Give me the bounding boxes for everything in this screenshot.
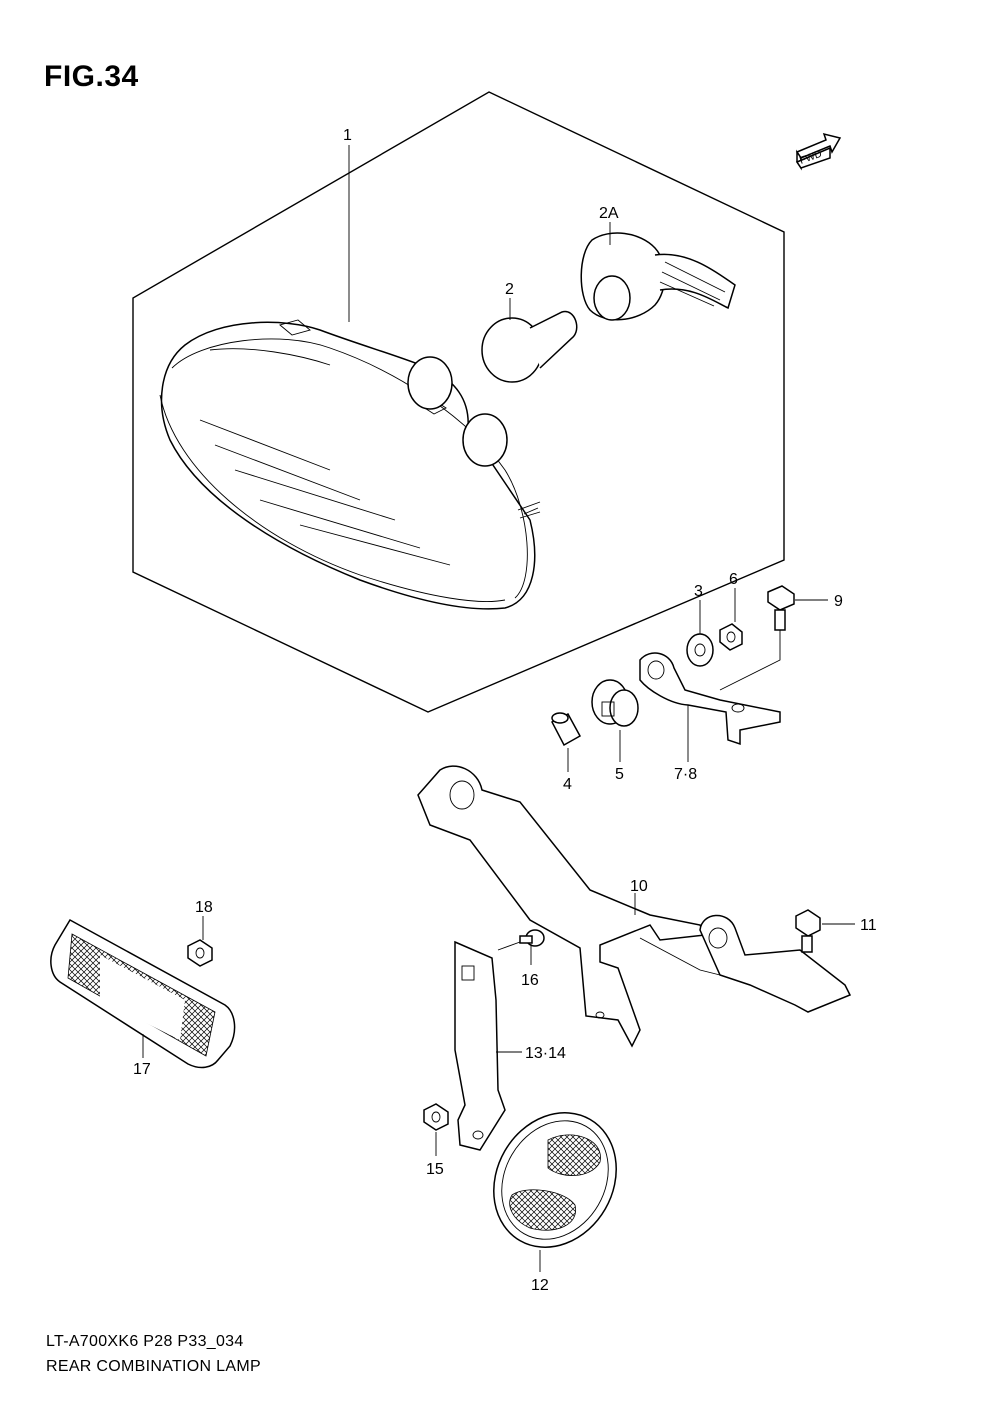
callout-2: 2 [505, 281, 514, 298]
figure-name: REAR COMBINATION LAMP [46, 1358, 261, 1375]
side-reflector-part [50, 918, 236, 1069]
assembly-enclosure [132, 91, 785, 713]
callout-1: 1 [343, 127, 352, 144]
callout-11: 11 [860, 917, 877, 934]
round-reflector-part [493, 1112, 617, 1272]
lamp-assembly [159, 145, 541, 610]
washer-part [686, 600, 714, 667]
callout-17: 17 [133, 1061, 151, 1078]
callout-6: 6 [729, 571, 738, 588]
callout-3: 3 [694, 583, 703, 600]
main-bracket-part [417, 765, 852, 1048]
bolt-part-9 [719, 585, 828, 691]
fwd-arrow-icon: FWD [795, 132, 842, 171]
callout-10: 10 [630, 878, 648, 895]
screw-part-16 [497, 929, 545, 965]
nut-part-18 [187, 916, 213, 967]
callout-15: 15 [426, 1161, 444, 1178]
nut-part-15 [423, 1103, 449, 1156]
nut-part [719, 588, 743, 651]
callout-18: 18 [195, 899, 213, 916]
reflector-stay-part [454, 940, 522, 1151]
model-code: LT-A700XK6 P28 P33_034 [46, 1333, 244, 1350]
callout-9: 9 [834, 593, 843, 610]
callout-2a: 2A [599, 205, 619, 222]
socket-part [580, 222, 736, 321]
callout-4: 4 [563, 776, 572, 793]
grommet-part [591, 679, 639, 762]
figure-title: FIG.34 [44, 60, 139, 93]
callout-5: 5 [615, 766, 624, 783]
collar-part [550, 712, 582, 772]
bolt-part-11 [795, 909, 855, 953]
callout-13-14: 13·14 [525, 1045, 566, 1062]
callout-16: 16 [521, 972, 539, 989]
callout-12: 12 [531, 1277, 549, 1294]
bulb-part [481, 298, 578, 383]
callout-7-8: 7·8 [674, 766, 697, 783]
bracket-part-7-8 [639, 652, 781, 762]
